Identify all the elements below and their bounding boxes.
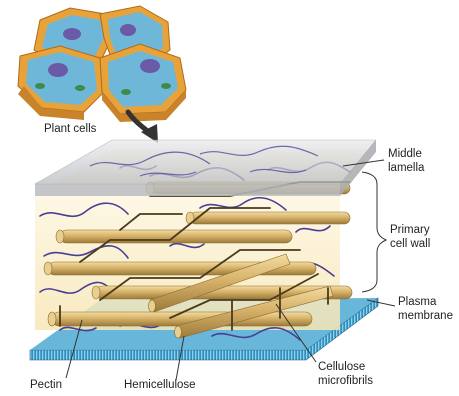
label-middle-lamella-line2: lamella <box>388 162 425 174</box>
label-plasma-membrane-line1: Plasma <box>398 296 437 308</box>
label-cellulose-line1: Cellulose <box>318 361 365 373</box>
label-middle-lamella-line1: Middle <box>388 148 422 160</box>
label-cellulose-line2: microfibrils <box>318 375 373 387</box>
label-hemicellulose: Hemicellulose <box>124 379 196 391</box>
label-pectin: Pectin <box>30 379 62 391</box>
plant-cells-illustration <box>18 6 186 122</box>
middle-lamella <box>35 140 376 196</box>
label-primary-cell-wall-line1: Primary <box>390 224 430 236</box>
cell-wall-block <box>30 140 378 360</box>
label-plant-cells: Plant cells <box>44 123 97 135</box>
label-plasma-membrane-line2: membrane <box>398 310 453 322</box>
microfibril-rod <box>186 212 350 224</box>
label-primary-cell-wall-line2: cell wall <box>390 238 430 250</box>
